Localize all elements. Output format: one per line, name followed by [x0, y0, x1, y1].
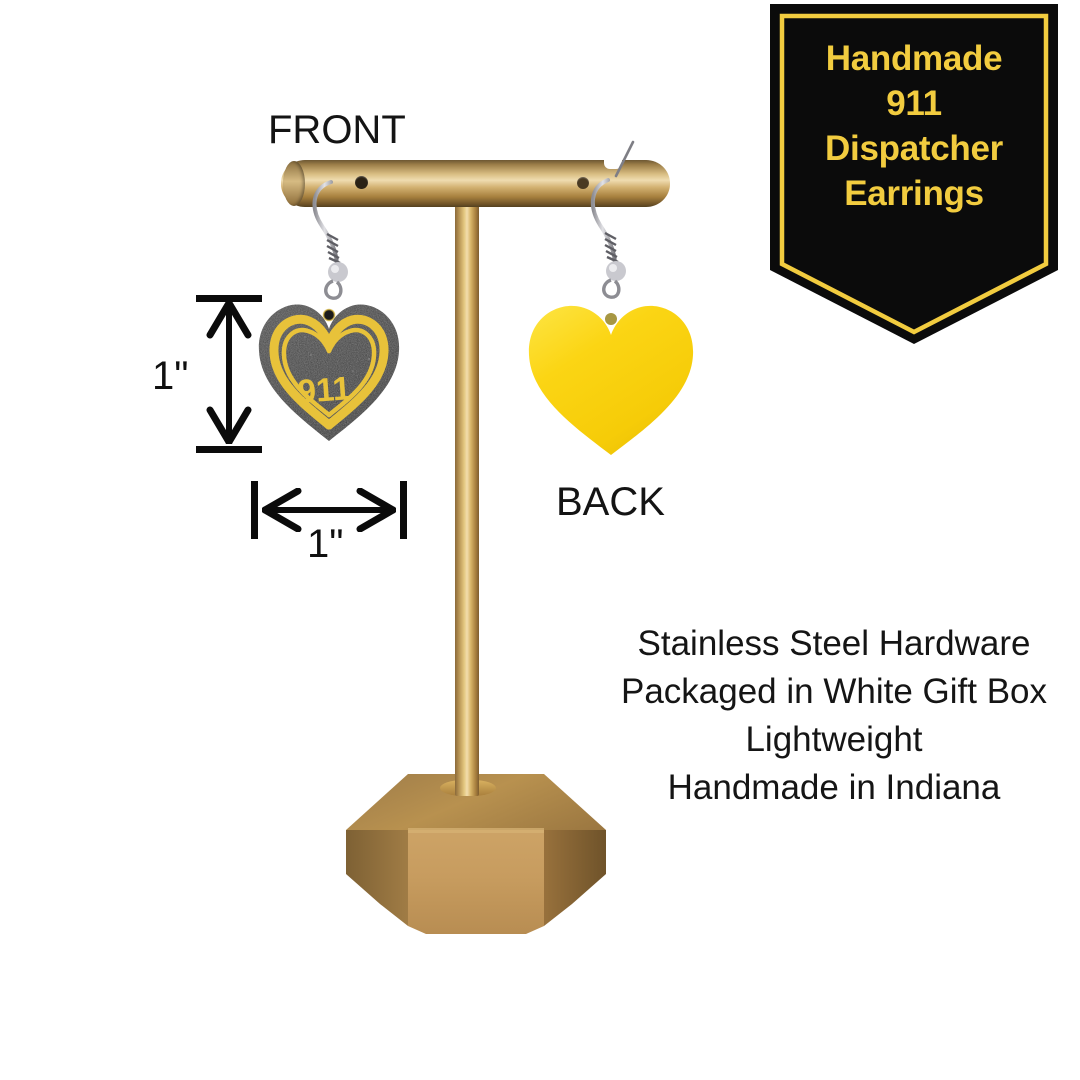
- front-view-label: FRONT: [268, 108, 406, 152]
- stand-hook-hole-left: [355, 176, 368, 189]
- spec-line-4: Handmade in Indiana: [667, 768, 1001, 807]
- stand-t-bar-notch: [604, 160, 622, 169]
- handmade-badge: Handmade 911 Dispatcher Earrings: [768, 2, 1060, 346]
- dim-arrowhead-right: [354, 488, 396, 532]
- spec-line-2: Packaged in White Gift Box: [620, 672, 1048, 711]
- stand-vertical-post: [455, 196, 479, 796]
- badge-line-1: Handmade: [825, 39, 1003, 78]
- dimension-width-label: 1": [307, 522, 344, 566]
- dim-arrowhead-left: [262, 488, 304, 532]
- badge-shape-fill: [770, 4, 1058, 344]
- spec-line-3: Lightweight: [745, 720, 923, 759]
- french-hook-earwire-icon: [578, 178, 644, 302]
- badge-inner-border: [779, 13, 1049, 335]
- badge-line-4: Earrings: [844, 174, 984, 213]
- dim-shaft-vertical: [226, 305, 232, 438]
- charm-911-text: 911: [296, 369, 352, 410]
- dim-cap-left: [251, 481, 258, 539]
- stand-hook-hole-right: [577, 177, 589, 189]
- heart-charm-icon: [523, 291, 699, 463]
- dim-arrowhead-down: [206, 404, 252, 444]
- back-view-label: BACK: [556, 480, 665, 524]
- dim-shaft-horizontal: [268, 507, 388, 513]
- badge-line-3: Dispatcher: [825, 129, 1003, 168]
- dim-arrowhead-up: [206, 301, 252, 341]
- dimension-height-label: 1": [152, 354, 189, 398]
- dim-cap-top: [196, 295, 262, 302]
- earwire-tip: [606, 140, 642, 180]
- stand-t-bar-end-cap: [283, 161, 305, 206]
- badge-text-block: Handmade 911 Dispatcher Earrings: [768, 36, 1060, 216]
- spec-line-1: Stainless Steel Hardware: [637, 624, 1031, 663]
- dim-cap-bottom: [196, 446, 262, 453]
- stand-hexagonal-base: [340, 768, 612, 940]
- product-specs-text: Stainless Steel Hardware Packaged in Whi…: [600, 620, 1068, 812]
- dim-cap-right: [400, 481, 407, 539]
- badge-line-2: 911: [886, 84, 942, 123]
- french-hook-earwire-icon: [300, 178, 366, 304]
- heart-charm-icon: 911: [253, 289, 405, 449]
